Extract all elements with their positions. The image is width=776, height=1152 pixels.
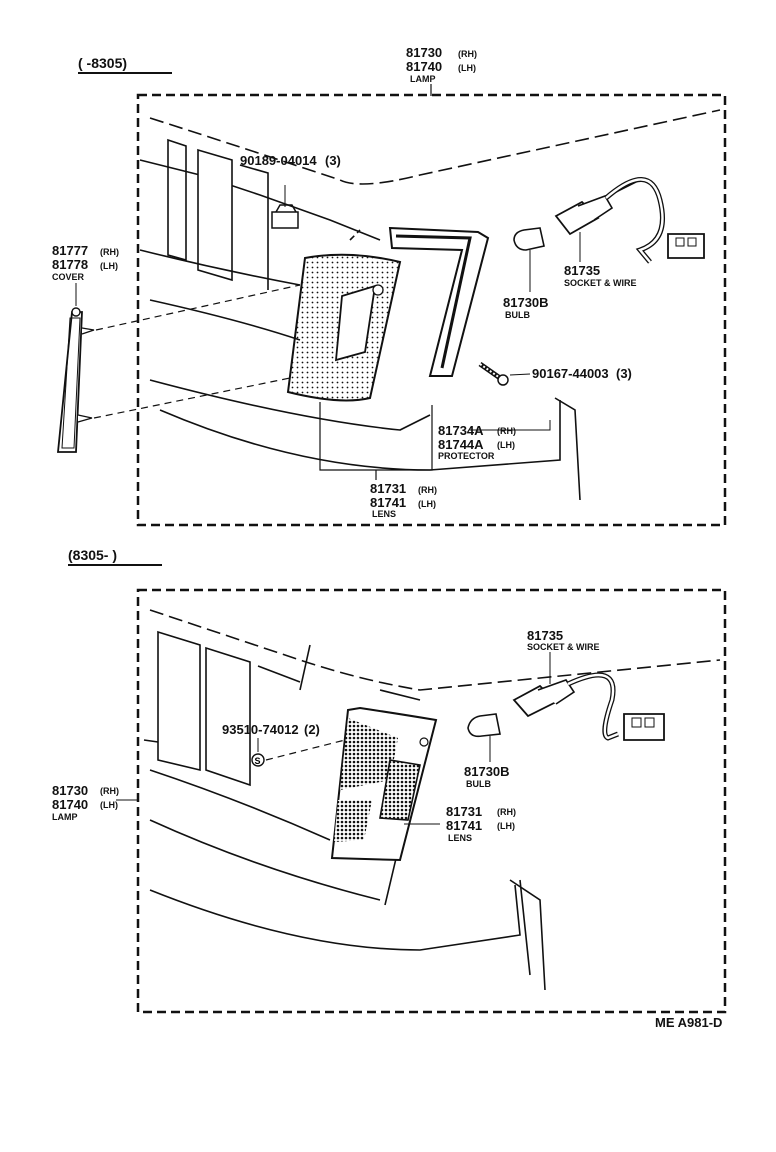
top-lens-tag-rh: (RH): [418, 485, 437, 495]
bottom-lamp-pn-lh: 81740: [52, 797, 88, 812]
top-screw-icon: [478, 361, 509, 386]
top-lens-pn-lh: 81741: [370, 495, 406, 510]
bottom-nut-icon: S: [251, 738, 265, 767]
top-lamp-pn-lh: 81740: [406, 59, 442, 74]
top-screw-pn: 90167-44003: [532, 366, 609, 381]
top-clip-icon: [271, 185, 299, 229]
bottom-lamp-pn-rh: 81730: [52, 783, 88, 798]
svg-text:S: S: [255, 756, 261, 766]
top-protector-pn-lh: 81744A: [438, 437, 484, 452]
bottom-bulb-name: BULB: [466, 779, 491, 789]
bottom-lens-name: LENS: [448, 833, 472, 843]
top-vehicle-body: [139, 109, 721, 501]
top-clip-qty: (3): [325, 153, 341, 168]
top-bulb-icon: [513, 227, 545, 292]
top-lamp-tag-lh: (LH): [458, 63, 476, 73]
top-screw-qty: (3): [616, 366, 632, 381]
top-cover-name: COVER: [52, 272, 85, 282]
bottom-bulb-icon: [467, 713, 501, 762]
bottom-lamp-name: LAMP: [52, 812, 78, 822]
top-protector-name: PROTECTOR: [438, 451, 495, 461]
bottom-lens-tag-rh: (RH): [497, 807, 516, 817]
bottom-socket-pn: 81735: [527, 628, 563, 643]
bottom-lens-pn-rh: 81731: [446, 804, 482, 819]
top-protector-pn-rh: 81734A: [438, 423, 484, 438]
top-lens-pn-rh: 81731: [370, 481, 406, 496]
top-date-range: ( -8305): [78, 55, 127, 71]
top-cover-pn-rh: 81777: [52, 243, 88, 258]
top-protector-tag-rh: (RH): [497, 426, 516, 436]
top-cover-tag-rh: (RH): [100, 247, 119, 257]
bottom-vehicle-body: [143, 609, 721, 991]
bottom-lens-pn-lh: 81741: [446, 818, 482, 833]
top-bulb-pn: 81730B: [503, 295, 549, 310]
bottom-lamp-tag-rh: (RH): [100, 786, 119, 796]
top-socket-icon: [554, 177, 705, 264]
bottom-bulb-pn: 81730B: [464, 764, 510, 779]
bottom-socket-name: SOCKET & WIRE: [527, 642, 600, 652]
top-socket-pn: 81735: [564, 263, 600, 278]
bottom-nut-pn: 93510-74012: [222, 722, 299, 737]
top-socket-name: SOCKET & WIRE: [564, 278, 637, 288]
bottom-lamp-tag-lh: (LH): [100, 800, 118, 810]
bottom-section: (8305- ): [52, 547, 727, 1014]
top-lamp-name: LAMP: [410, 74, 436, 84]
bottom-lens-tag-lh: (LH): [497, 821, 515, 831]
top-cover-tag-lh: (LH): [100, 261, 118, 271]
bottom-date-range: (8305- ): [68, 547, 117, 563]
bottom-nut-qty: (2): [304, 722, 320, 737]
top-protector-icon: [388, 226, 490, 377]
top-lens-icon: [286, 253, 402, 402]
bottom-frame: [136, 588, 727, 1014]
top-lens-tag-lh: (LH): [418, 499, 436, 509]
top-lens-name: LENS: [372, 509, 396, 519]
bottom-lens-icon: [330, 706, 438, 862]
top-frame: [136, 93, 727, 527]
top-lamp-pn-rh: 81730: [406, 45, 442, 60]
top-section: ( -8305) 90189-04014 (3): [52, 45, 727, 527]
bottom-socket-icon: [512, 652, 665, 741]
top-cover-pn-lh: 81778: [52, 257, 88, 272]
top-protector-tag-lh: (LH): [497, 440, 515, 450]
top-bulb-name: BULB: [505, 310, 530, 320]
top-cover-icon: [57, 307, 95, 453]
footer-code: ME A981-D: [655, 1015, 722, 1030]
top-clip-pn: 90189-04014: [240, 153, 317, 168]
top-lamp-tag-rh: (RH): [458, 49, 477, 59]
